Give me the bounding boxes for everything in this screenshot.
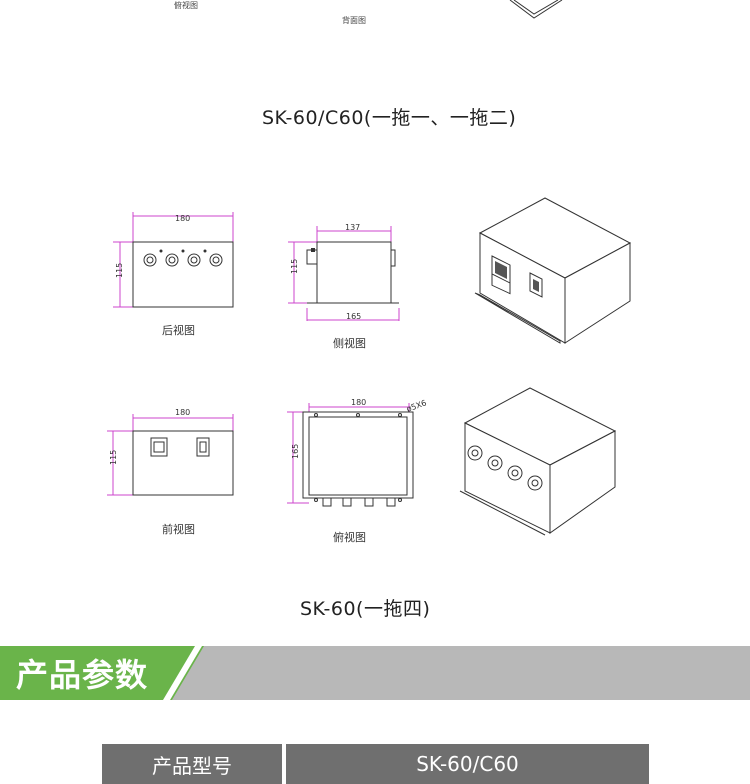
top-cropped-box-drawing: [509, 0, 563, 19]
side-bottom-label: 165: [346, 312, 361, 321]
front-view-drawing: 180 115: [107, 408, 234, 496]
side-view-drawing: 137 115 165: [288, 223, 400, 321]
section2-title: SK-60(一拖四): [300, 598, 431, 620]
front-width-label: 180: [175, 408, 190, 417]
rear-view-drawing: 180 115: [113, 212, 234, 308]
banner-title: 产品参数: [16, 656, 149, 694]
isometric-box-1: [474, 197, 632, 344]
side-top-label: 137: [345, 223, 360, 232]
top-view-caption: 俯视图: [333, 531, 366, 544]
side-view-caption: 侧视图: [333, 337, 366, 350]
top-height-label: 165: [291, 444, 300, 459]
top-hole-label: ø5X6: [405, 398, 427, 413]
isometric-box-2: [459, 387, 617, 536]
rear-height-label: 115: [115, 263, 124, 278]
rear-view-caption: 后视图: [162, 324, 195, 337]
param-header-value: SK-60/C60: [286, 744, 649, 784]
top-center-caption: 背面图: [342, 16, 366, 25]
front-view-caption: 前视图: [162, 523, 195, 536]
param-header-label: 产品型号: [102, 744, 282, 784]
top-width-label: 180: [351, 398, 366, 407]
front-height-label: 115: [109, 450, 118, 465]
top-left-caption: 俯视图: [174, 1, 198, 10]
side-height-label: 115: [290, 259, 299, 274]
section1-title: SK-60/C60(一拖一、一拖二): [262, 107, 517, 129]
rear-width-label: 180: [175, 214, 190, 223]
top-view-drawing: 180 ø5X6 165: [287, 398, 428, 507]
